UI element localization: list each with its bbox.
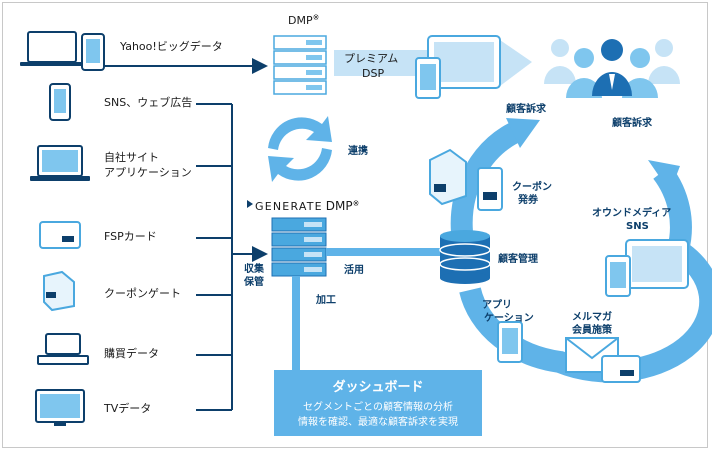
app-phone-icon	[497, 321, 523, 363]
customers-icon	[544, 39, 680, 98]
dashboard-title: ダッシュボード	[332, 379, 423, 395]
source-label-yahoo: Yahoo!ビッグデータ	[119, 39, 223, 53]
app-line1: アプリ	[482, 298, 512, 311]
cycle-arrowhead-right	[648, 160, 680, 192]
card-icon	[39, 221, 81, 249]
katsuyo-connector	[326, 248, 448, 256]
coupon-kiosk-2-icon	[429, 148, 467, 206]
collect-label-2: 保管	[243, 275, 264, 288]
kako-label: 加工	[315, 293, 336, 306]
source-label-own-site-1: 自社サイト	[104, 150, 159, 164]
generate-dmp-server-icon	[271, 217, 327, 277]
customer-appeal-right: 顧客訴求	[612, 116, 653, 129]
smartphone-icon	[49, 83, 71, 121]
diagram-frame	[2, 2, 708, 448]
dmp-server-icon	[273, 35, 327, 95]
owned-media-line1: オウンドメディア	[592, 206, 671, 219]
owned-media-phone-icon	[605, 255, 631, 297]
owned-media-tablet-icon	[625, 239, 689, 289]
dashboard-box	[274, 370, 482, 436]
premium-dsp-line1: プレミアム	[344, 52, 398, 65]
coupon-phone-icon	[477, 167, 503, 211]
dashboard-line1: セグメントごとの顧客情報の分析	[303, 400, 453, 413]
source-label-tv: TVデータ	[103, 401, 151, 415]
collect-label-1: 収集	[244, 262, 265, 275]
cycle-arc-upper	[450, 119, 525, 233]
dmp-label: DMP※	[288, 13, 319, 27]
source-label-coupon-gate: クーポンゲート	[104, 287, 181, 300]
source-connector-lines	[196, 103, 233, 411]
mailmag-line1: メルマガ	[572, 310, 612, 323]
owned-media-line2: SNS	[626, 221, 649, 232]
generate-logo-icon	[247, 200, 253, 208]
tv-icon	[35, 389, 85, 426]
app-line2: ケーション	[484, 312, 534, 324]
coupon-issue-line2: 発券	[517, 193, 539, 206]
mail-card-icon	[601, 355, 641, 383]
laptop-icon	[30, 145, 90, 181]
cycle-arrowhead-left	[506, 118, 540, 148]
source-label-sns: SNS、ウェブ広告	[104, 95, 192, 109]
source-label-purchase: 購買データ	[104, 346, 159, 360]
cash-register-icon	[37, 333, 89, 365]
katsuyo-label: 活用	[344, 263, 364, 276]
customer-mgmt-label: 顧客管理	[498, 252, 538, 265]
coupon-issue-line1: クーポン	[512, 180, 552, 193]
mailmag-line2: 会員施策	[572, 323, 613, 336]
source-label-own-site-2: アプリケーション	[104, 166, 192, 179]
dashboard-line2: 情報を確認、最適な顧客訴求を実現	[298, 415, 458, 428]
premium-dsp-line2: DSP	[362, 67, 384, 80]
database-icon	[439, 230, 491, 284]
source-label-fsp: FSPカード	[104, 230, 157, 243]
sync-arrows-icon	[268, 116, 332, 182]
renkei-label: 連携	[348, 144, 368, 157]
dsp-phone-icon	[415, 57, 441, 99]
customer-appeal-left: 顧客訴求	[506, 102, 547, 115]
laptop-phone-icon	[20, 31, 105, 71]
coupon-kiosk-icon	[43, 270, 75, 312]
kako-connector	[292, 276, 300, 370]
